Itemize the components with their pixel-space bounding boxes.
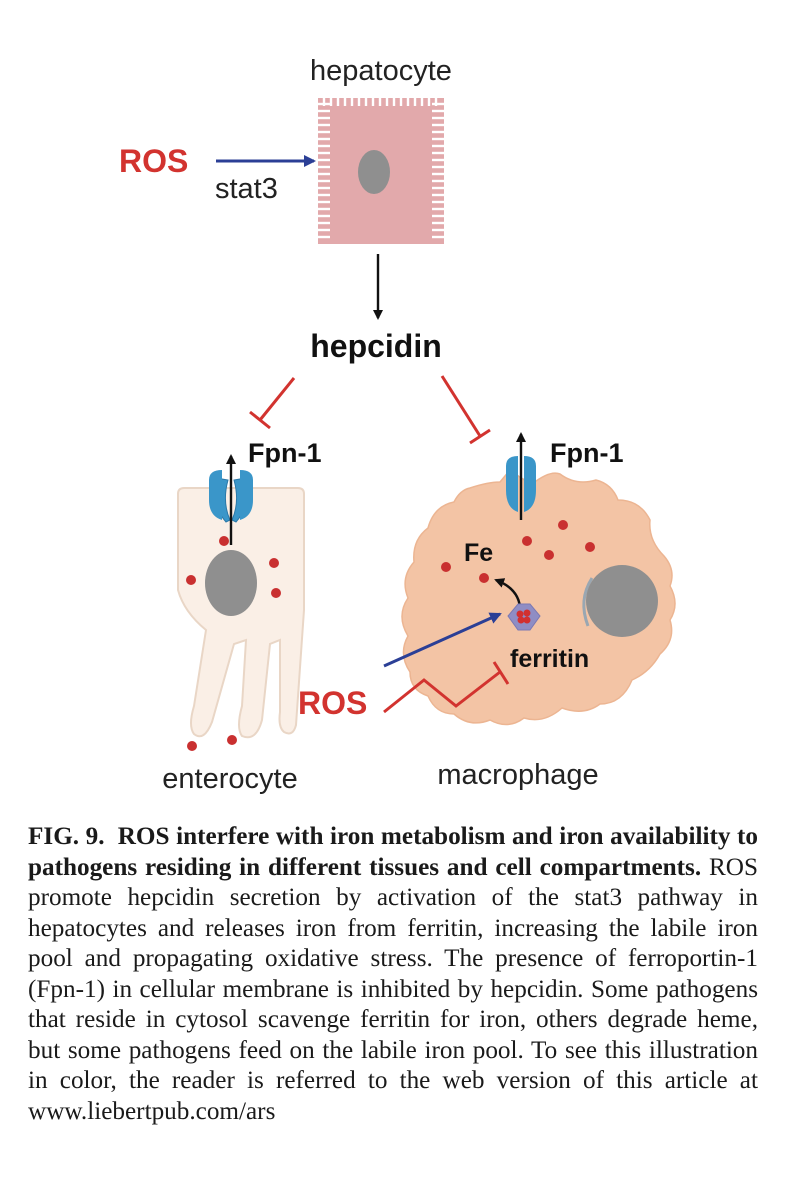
ferritin-label: ferritin: [510, 645, 589, 673]
enterocyte-cell: [177, 454, 305, 751]
ros-bottom-label: ROS: [298, 685, 367, 721]
macrophage-fpn-channel: [506, 456, 536, 512]
ferritin-complex: [507, 603, 541, 631]
fe-label: Fe: [464, 539, 493, 567]
diagram-figure: hepatocyte ROS stat3 hepcidin: [119, 55, 676, 795]
caption-body: ROS promote hepcidin secretion by activa…: [28, 853, 758, 1125]
macrophage-cell: [401, 432, 676, 726]
caption-fig-label: FIG. 9.: [28, 823, 105, 850]
fpn-left-label: Fpn-1: [248, 438, 322, 468]
hepatocyte-label: hepatocyte: [310, 55, 452, 87]
macrophage-label: macrophage: [437, 759, 598, 791]
enterocyte-fpn-channel: [209, 470, 253, 523]
enterocyte-iron-dots: [186, 536, 281, 751]
fpn-right-label: Fpn-1: [550, 438, 624, 468]
hepatocyte-cell: [318, 98, 444, 244]
caption-title: ROS interfere with iron metabolism and i…: [28, 823, 759, 881]
enterocyte-nucleus: [205, 550, 257, 616]
ros-top-label: ROS: [119, 143, 188, 179]
stat3-label: stat3: [215, 173, 278, 205]
hepcidin-inhibits-macrophage-fpn: [440, 375, 491, 445]
macrophage-iron-dots: [441, 520, 595, 583]
hepatocyte-nucleus: [358, 150, 390, 194]
enterocyte-label: enterocyte: [162, 763, 297, 795]
macrophage-nucleus: [586, 565, 658, 637]
hepcidin-inhibits-enterocyte-fpn: [249, 377, 296, 430]
ros-inhibits-ferritin: [383, 661, 510, 714]
ros-activates-ferritin-arrow: [383, 612, 502, 668]
hepcidin-label: hepcidin: [310, 328, 442, 364]
figure-caption: FIG. 9. ROS interfere with iron metaboli…: [28, 822, 758, 1127]
